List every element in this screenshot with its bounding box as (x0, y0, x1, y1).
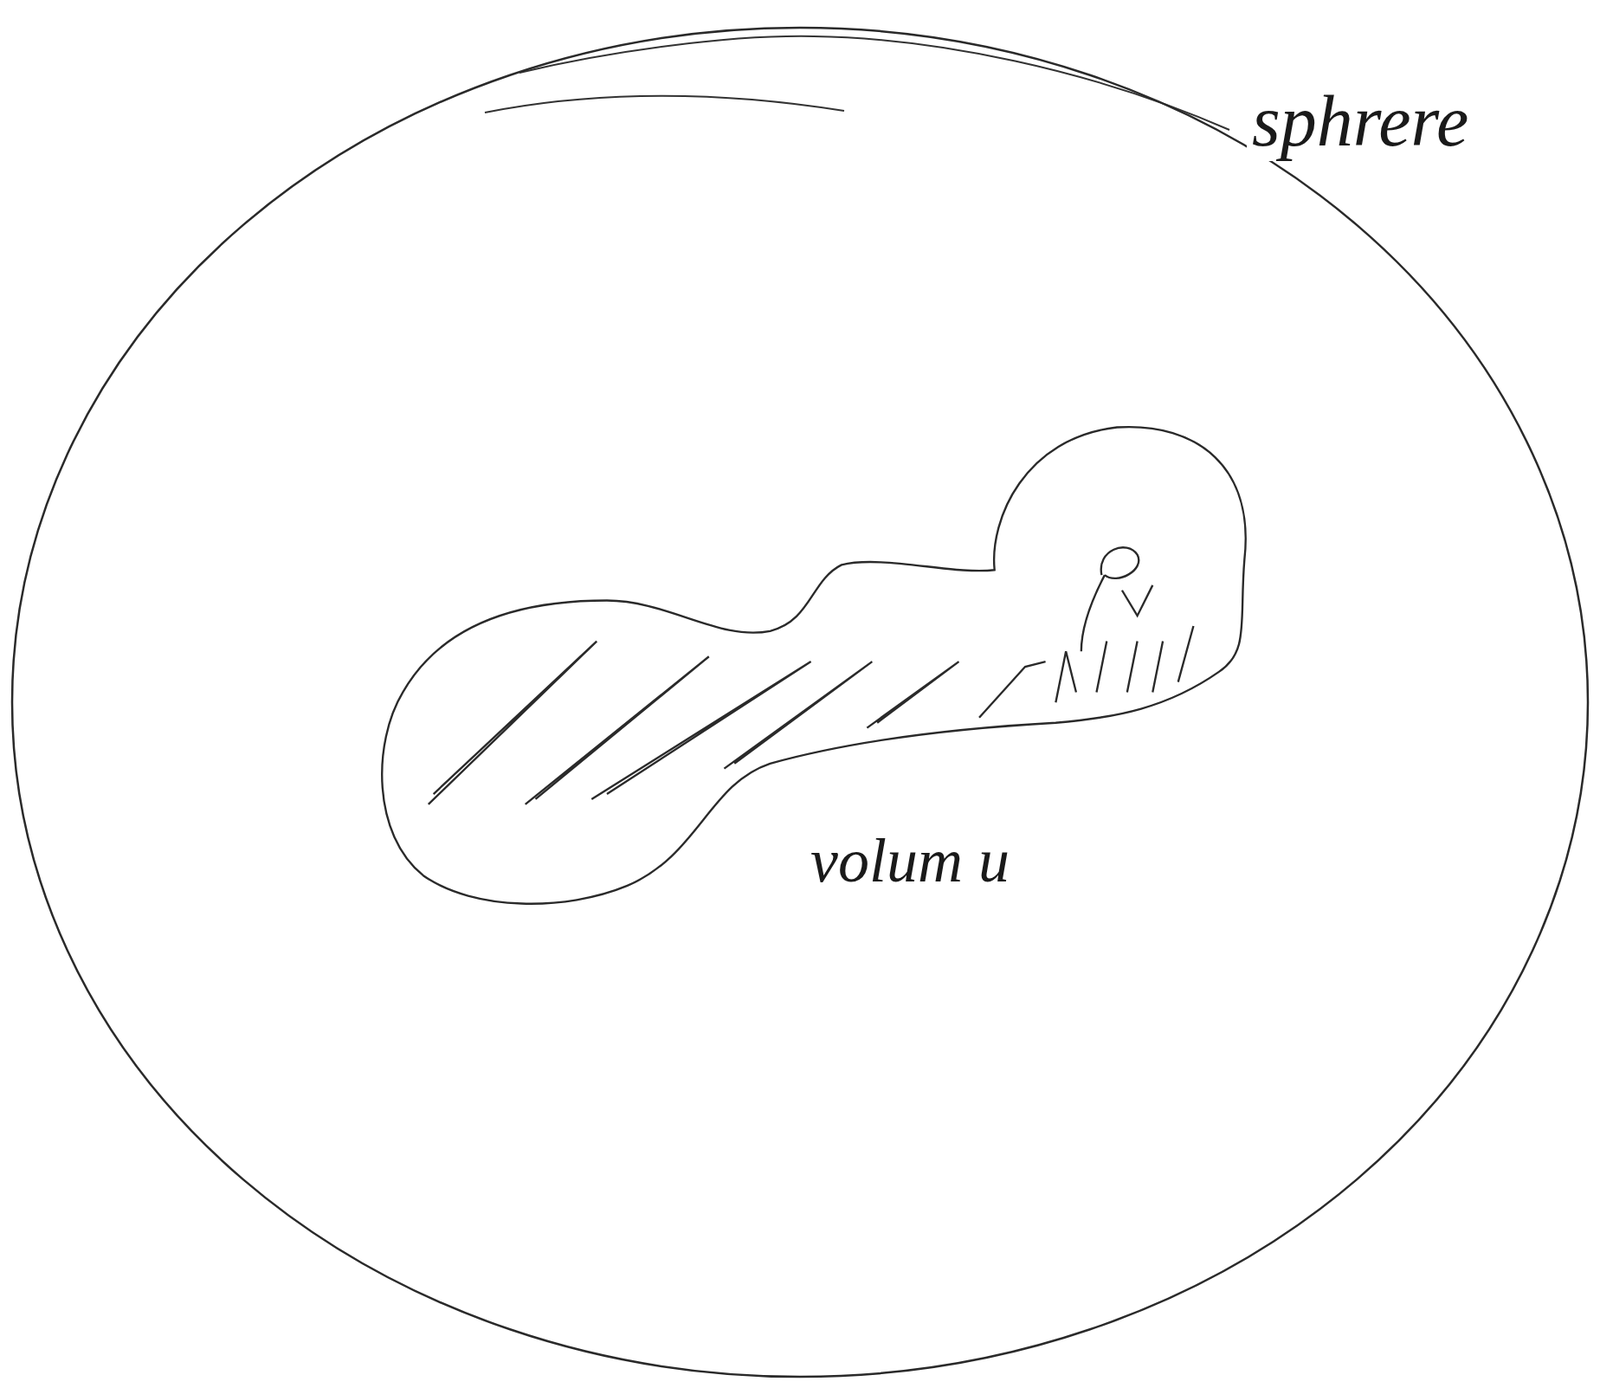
handwritten-label: sphrere (1246, 81, 1474, 162)
blob-stroke (381, 426, 1246, 904)
sphere-outline-svg (8, 24, 1592, 1381)
sphere-ellipse (12, 27, 1588, 1377)
blob-stroke (723, 661, 872, 769)
sphere-outline: sphrere volum u (8, 24, 1592, 1381)
blob-stroke (1096, 625, 1194, 692)
blob-stroke (866, 661, 959, 728)
blob-stroke (1122, 585, 1153, 616)
blob-stroke (1055, 651, 1077, 703)
redrawn-outline-stroke (484, 96, 845, 113)
redrawn-outline-stroke (519, 36, 1230, 130)
handwritten-label: volum u (805, 826, 1015, 896)
blob-stroke (1081, 547, 1139, 652)
blob-stroke (979, 661, 1046, 718)
blob-stroke (428, 641, 597, 805)
volume-blob: volum u (372, 406, 1260, 927)
